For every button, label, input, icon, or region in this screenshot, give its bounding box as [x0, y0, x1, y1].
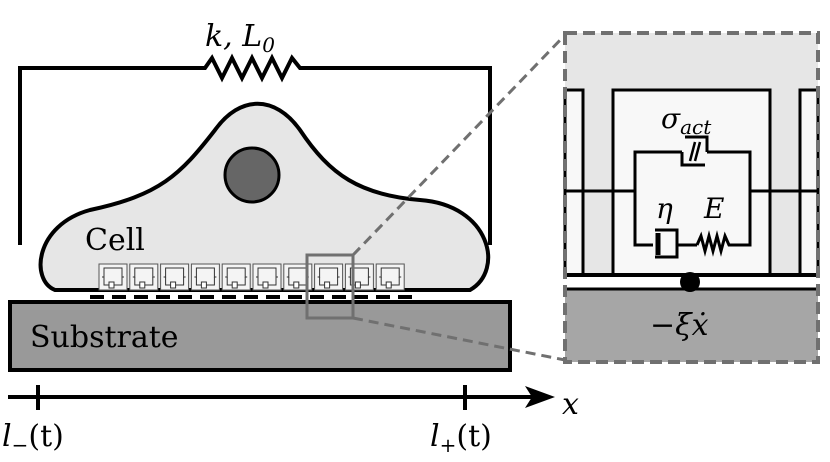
left-edge-label: l−(t) [2, 419, 64, 457]
zoom-inset: σact η E −ξẋ [563, 31, 820, 364]
active-motor-icon [680, 135, 709, 167]
substrate [8, 300, 512, 372]
viscoelastic-unit [160, 263, 190, 291]
substrate-label: Substrate [30, 320, 179, 355]
viscoelastic-unit [190, 263, 220, 291]
axis-label: x [562, 387, 579, 422]
zoom-connector-bottom [352, 316, 566, 362]
viscoelastic-unit [344, 263, 374, 291]
inset-substrate [565, 289, 818, 362]
viscoelastic-units [98, 263, 405, 291]
elasticity-label: E [703, 192, 724, 225]
active-stress-label: σact [661, 102, 712, 139]
viscoelastic-unit [375, 263, 405, 291]
spring-label: k, L0 [205, 19, 275, 57]
friction-label: −ξẋ [650, 308, 709, 343]
cell-label: Cell [85, 223, 145, 258]
x-axis-arrow-icon [525, 386, 555, 408]
dashpot-icon [655, 228, 697, 259]
viscoelastic-unit [221, 263, 251, 291]
viscoelastic-unit [314, 263, 344, 291]
viscosity-label: η [656, 192, 673, 225]
nucleus [223, 146, 281, 204]
zoom-region [305, 253, 355, 320]
cell-spring [18, 53, 492, 245]
zoom-connector-top [351, 33, 567, 257]
viscoelastic-unit [252, 263, 282, 291]
elastic-spring-icon [695, 230, 733, 257]
viscoelastic-unit [98, 263, 128, 291]
right-edge-label: l+(t) [430, 419, 492, 457]
viscoelastic-unit [129, 263, 159, 291]
adhesion-point [680, 272, 700, 292]
